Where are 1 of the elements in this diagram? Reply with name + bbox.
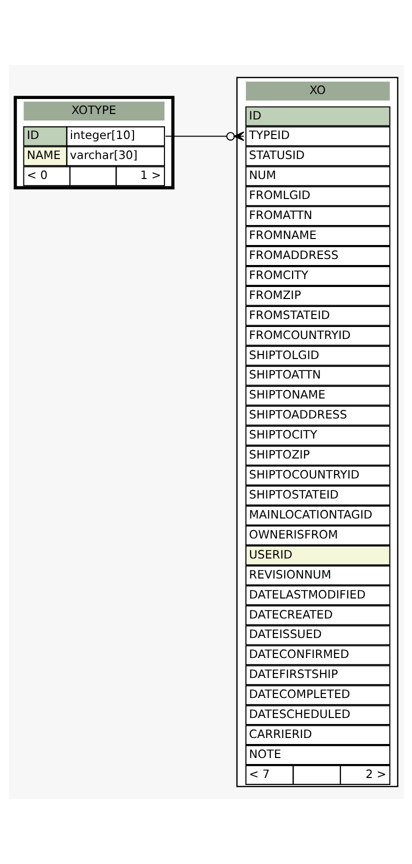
connector bbox=[165, 132, 244, 142]
